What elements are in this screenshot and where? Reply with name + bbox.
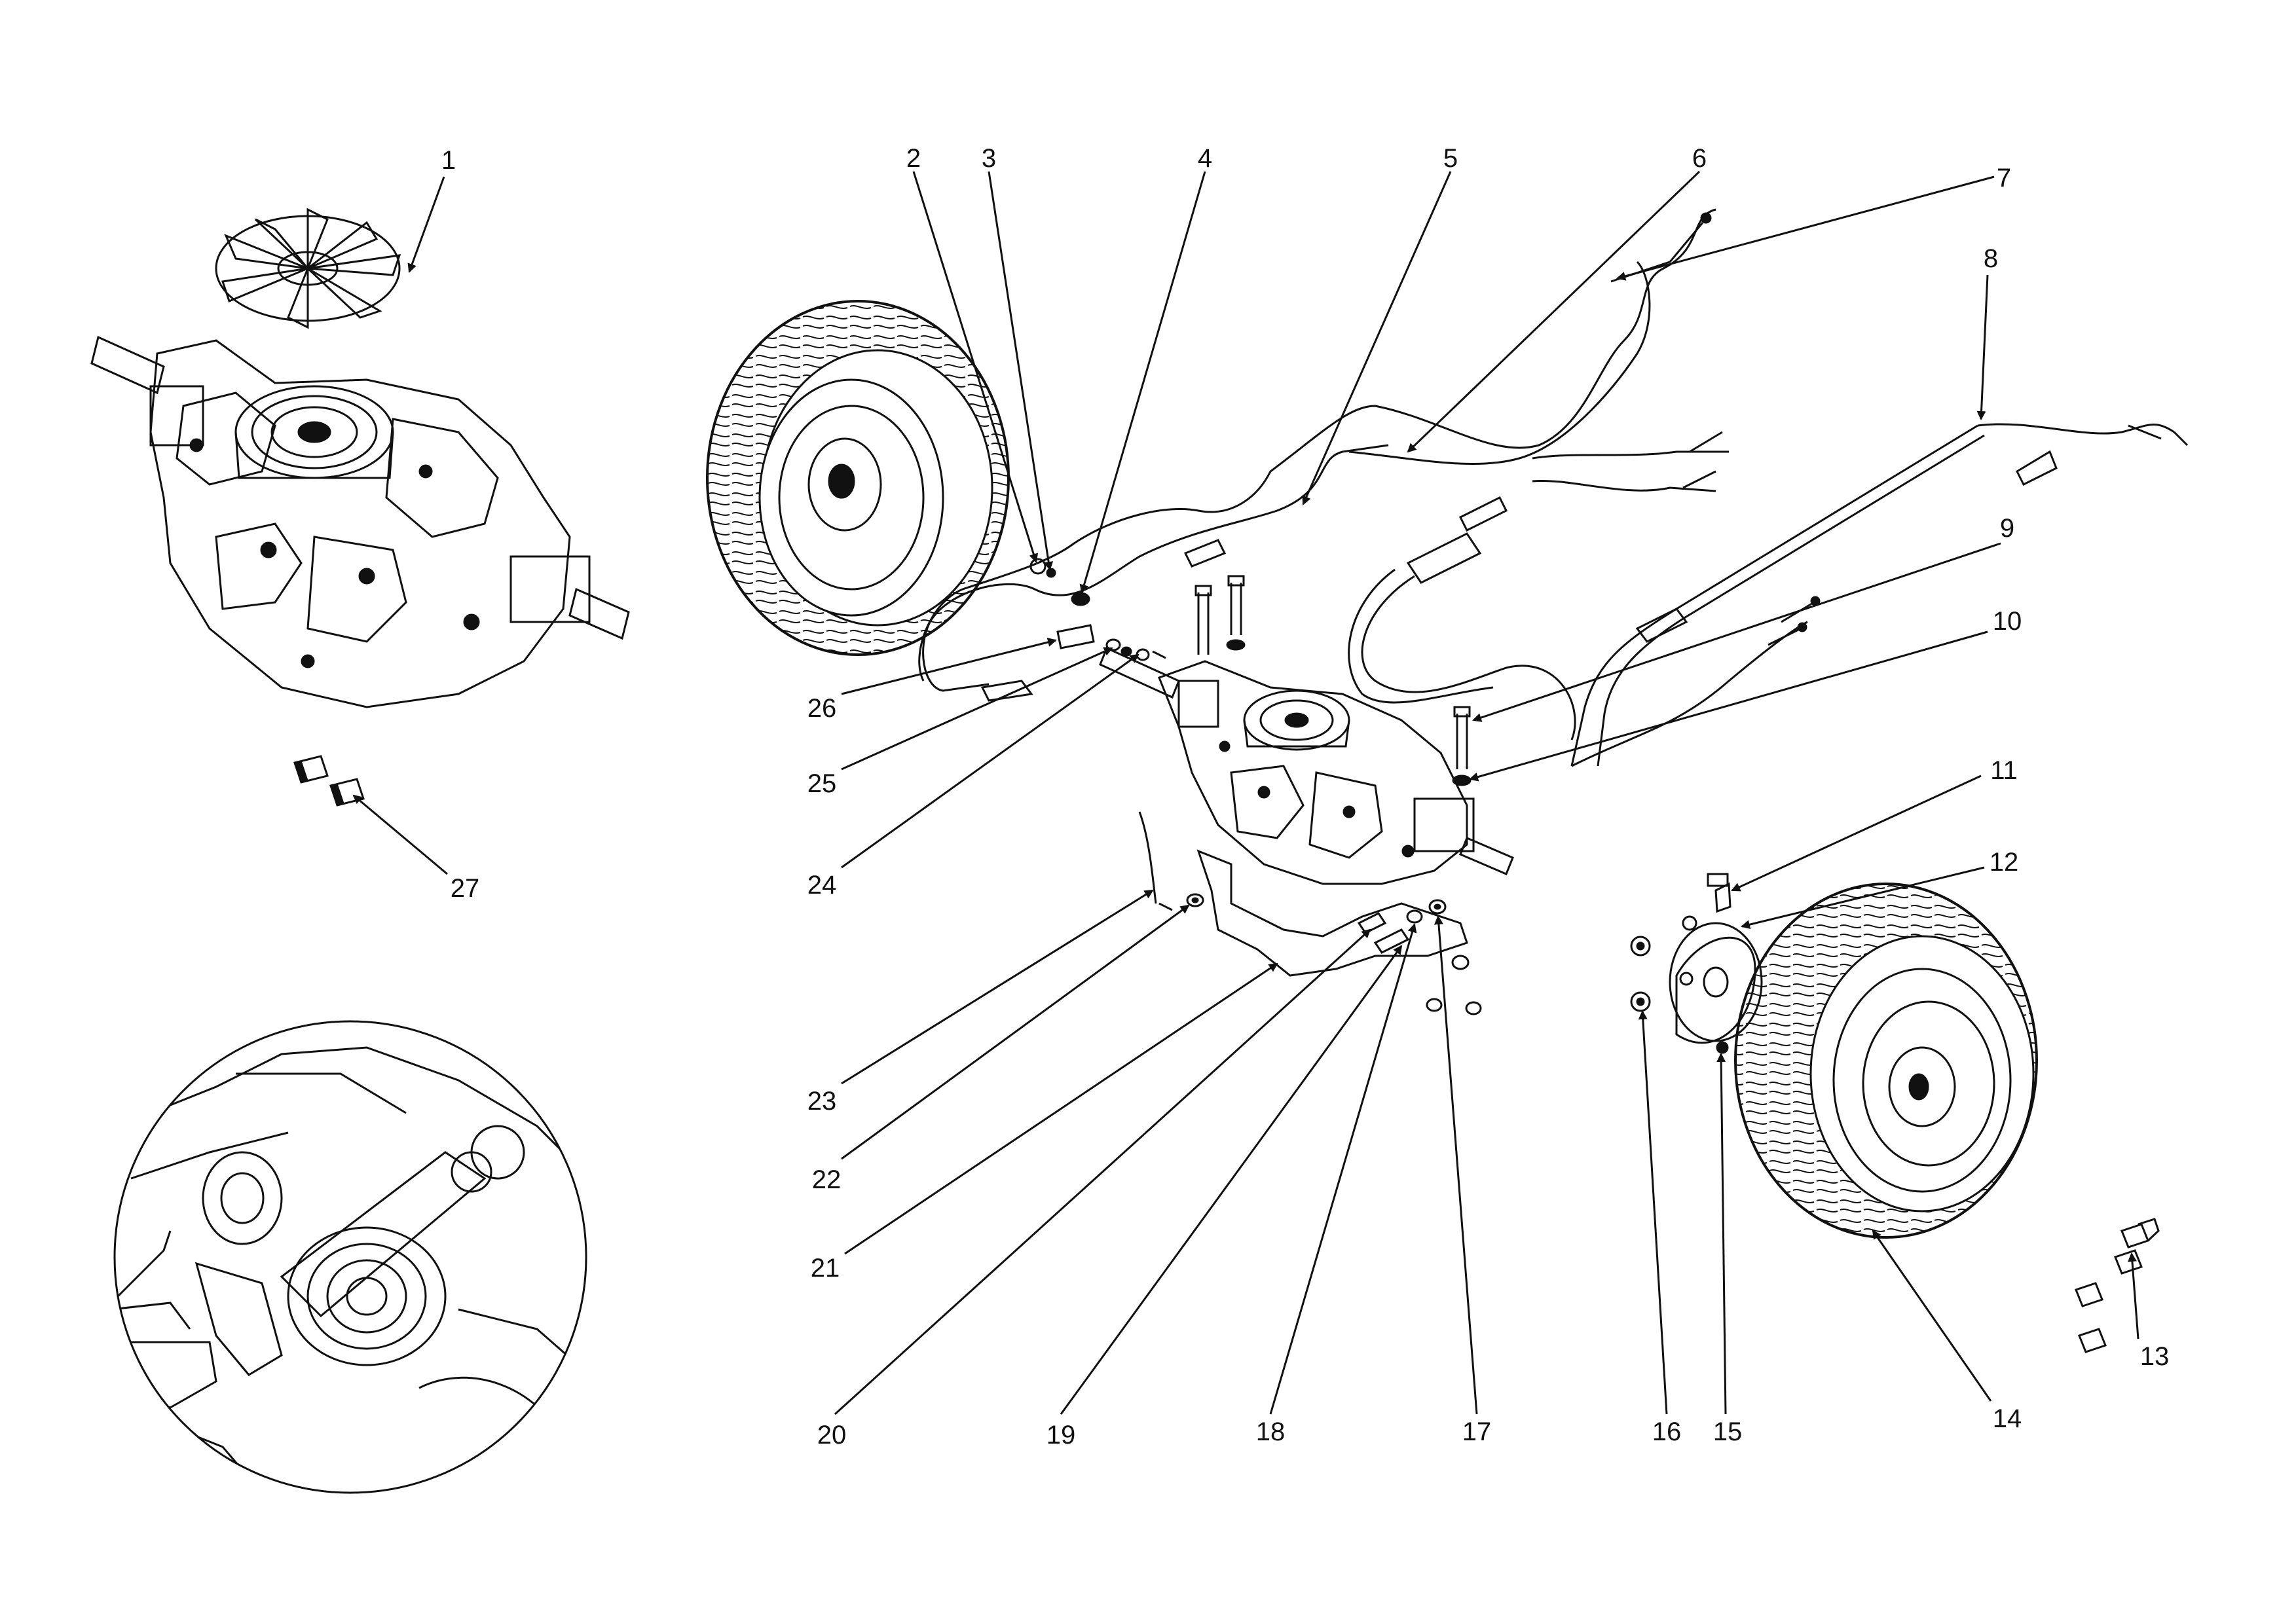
label-5: 5	[1443, 144, 1458, 173]
label-23: 23	[807, 1087, 837, 1116]
label-27: 27	[451, 874, 480, 903]
right-axle	[568, 587, 630, 640]
label-4: 4	[1198, 144, 1212, 173]
detail-view-circle	[113, 1020, 587, 1494]
label-22: 22	[812, 1165, 842, 1194]
linkage-hardware	[1138, 811, 1482, 1015]
rear-wheel-right	[1734, 883, 2038, 1239]
label-9: 9	[2000, 514, 2014, 543]
label-25: 25	[807, 769, 837, 798]
label-12: 12	[1990, 848, 2019, 877]
keys	[293, 755, 365, 807]
label-2: 2	[906, 144, 921, 173]
label-14: 14	[1993, 1404, 2022, 1433]
left-axle	[90, 335, 165, 395]
label-1: 1	[441, 146, 456, 175]
control-cables	[918, 208, 2189, 767]
hardware-small	[1029, 558, 1166, 661]
transaxle-installed	[1099, 646, 1514, 977]
label-16: 16	[1652, 1417, 1682, 1446]
label-7: 7	[1997, 164, 2011, 192]
label-20: 20	[817, 1421, 847, 1450]
label-17: 17	[1462, 1417, 1492, 1446]
label-8: 8	[1984, 244, 1998, 273]
label-15: 15	[1713, 1417, 1743, 1446]
label-13: 13	[2140, 1342, 2170, 1371]
label-11: 11	[1990, 756, 2018, 785]
part-labels: 1 2 3 4 5 6 7 8 9 10 11 12 13 14 15 16 1…	[441, 144, 2169, 1450]
input-pulley	[234, 385, 394, 479]
lug-bolts	[2075, 1218, 2160, 1353]
label-3: 3	[982, 144, 996, 173]
label-18: 18	[1256, 1417, 1286, 1446]
cooling-fan	[215, 208, 401, 329]
label-6: 6	[1692, 144, 1707, 173]
label-21: 21	[811, 1254, 840, 1283]
label-26: 26	[807, 694, 837, 723]
leader-lines	[352, 170, 2139, 1415]
label-10: 10	[1993, 607, 2022, 636]
transaxle-assembly-detail	[90, 208, 630, 708]
transaxle-housing	[149, 339, 571, 708]
rear-wheel-left	[706, 300, 1010, 656]
label-24: 24	[807, 871, 837, 900]
label-19: 19	[1046, 1421, 1076, 1450]
mounting-bolts	[1194, 575, 1472, 786]
